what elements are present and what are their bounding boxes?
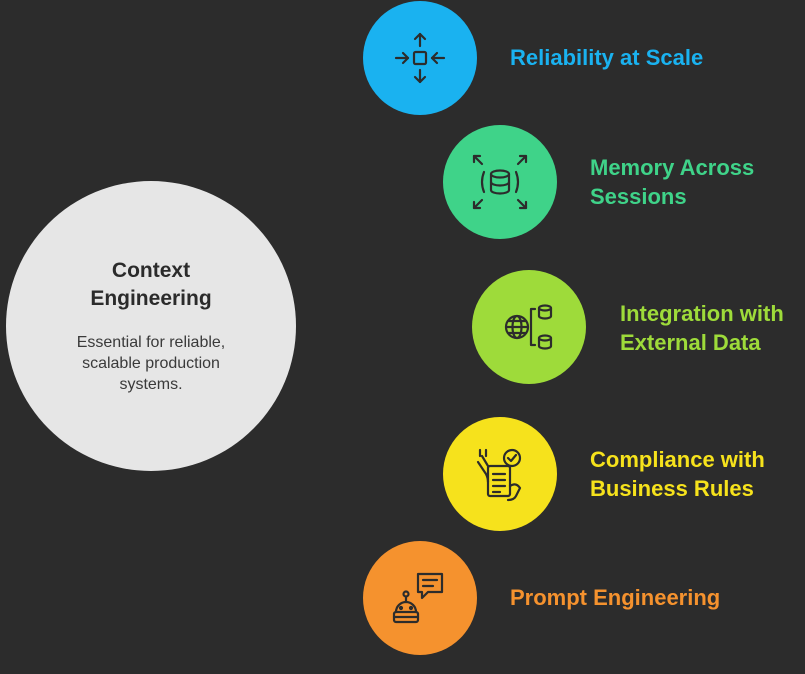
- node-prompt: [363, 541, 477, 655]
- hub-description: Essential for reliable, scalable product…: [76, 334, 226, 393]
- robot-chat-icon: [392, 572, 444, 624]
- hub-circle: Context Engineering Essential for reliab…: [6, 181, 296, 471]
- focus-arrows-icon: [394, 32, 446, 84]
- hub-title: Context Engineering: [90, 259, 212, 310]
- node-integration: [472, 270, 586, 384]
- database-expand-icon: [472, 154, 528, 210]
- label-compliance: Compliance with Business Rules: [590, 447, 765, 501]
- node-memory: [443, 125, 557, 239]
- node-reliability: [363, 1, 477, 115]
- label-reliability: Reliability at Scale: [510, 45, 704, 70]
- label-memory: Memory Across Sessions: [590, 155, 755, 209]
- node-compliance: [443, 417, 557, 531]
- checklist-hand-icon: [476, 448, 522, 502]
- globe-databases-icon: [504, 304, 553, 350]
- label-prompt: Prompt Engineering: [510, 585, 721, 610]
- label-integration: Integration with External Data: [620, 301, 784, 355]
